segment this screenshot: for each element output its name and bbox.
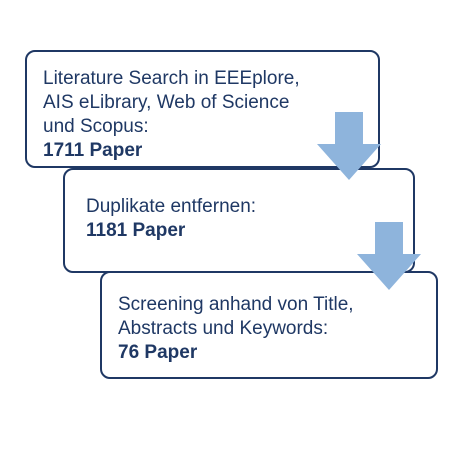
step-label-line: Literature Search in EEEplore,	[43, 68, 300, 89]
step-box-remove-duplicates: Duplikate entfernen: 1181 Paper	[63, 168, 415, 273]
step-text: Duplikate entfernen: 1181 Paper	[86, 195, 256, 243]
step-label-line: und Scopus:	[43, 116, 149, 137]
arrow-down-icon	[357, 222, 421, 290]
arrow-down-icon	[317, 112, 381, 180]
step-count: 1711 Paper	[43, 140, 143, 161]
step-label-line: Abstracts und Keywords:	[118, 318, 329, 339]
step-text: Screening anhand von Title, Abstracts un…	[118, 293, 354, 365]
step-text: Literature Search in EEEplore, AIS eLibr…	[43, 67, 300, 163]
step-box-screening: Screening anhand von Title, Abstracts un…	[100, 271, 438, 379]
step-label-line: AIS eLibrary, Web of Science	[43, 92, 290, 113]
step-box-literature-search: Literature Search in EEEplore, AIS eLibr…	[25, 50, 380, 168]
step-label-line: Duplikate entfernen:	[86, 196, 257, 217]
step-count: 1181 Paper	[86, 220, 186, 241]
step-label-line: Screening anhand von Title,	[118, 294, 354, 315]
step-count: 76 Paper	[118, 342, 198, 363]
